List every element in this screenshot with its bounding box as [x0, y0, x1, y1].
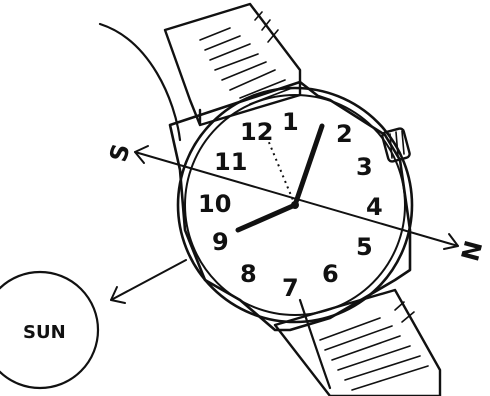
numeral-3: 3 [356, 153, 373, 181]
sun-direction-arrow [111, 260, 186, 303]
lower-watch-strap [275, 290, 440, 396]
sun-label: SUN [23, 322, 66, 343]
south-label: S [104, 141, 136, 165]
numeral-11: 11 [214, 148, 247, 176]
north-label: N [456, 238, 488, 265]
minute-hand [295, 126, 322, 205]
numeral-10: 10 [198, 190, 231, 218]
numeral-7: 7 [282, 274, 299, 302]
numeral-8: 8 [240, 260, 257, 288]
numeral-5: 5 [356, 233, 373, 261]
numeral-9: 9 [212, 228, 229, 256]
hour-hand [238, 205, 295, 230]
numeral-6: 6 [322, 260, 339, 288]
numeral-1: 1 [282, 108, 299, 136]
numeral-2: 2 [336, 120, 353, 148]
numeral-4: 4 [366, 193, 383, 221]
numeral-12: 12 [240, 118, 273, 146]
hand-pivot [291, 201, 299, 209]
